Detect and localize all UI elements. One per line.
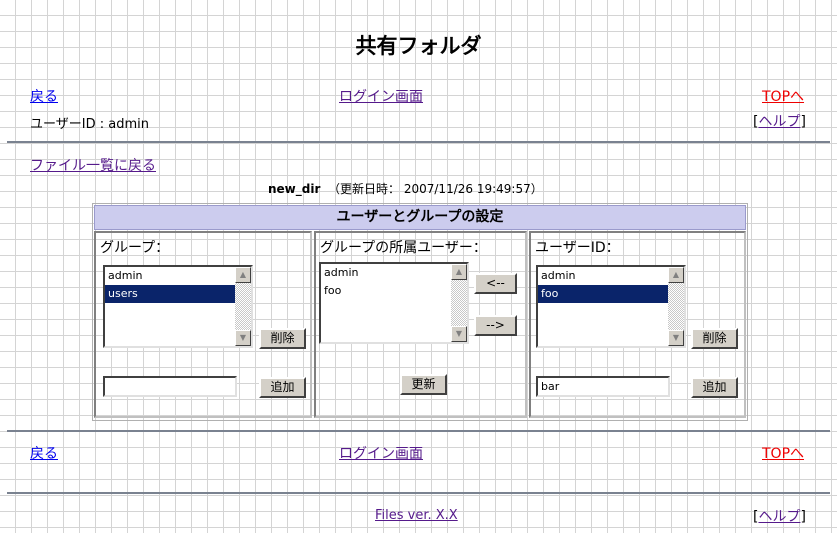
- groups-listbox[interactable]: admin users ▲▼: [103, 265, 253, 348]
- scroll-up-icon[interactable]: ▲: [235, 267, 251, 283]
- scrollbar[interactable]: ▲▼: [451, 264, 467, 342]
- scroll-down-icon[interactable]: ▼: [451, 326, 467, 342]
- dir-name: new_dir: [268, 182, 321, 196]
- members-listbox[interactable]: admin foo ▲▼: [319, 262, 469, 344]
- delete-user-button[interactable]: 削除: [691, 328, 738, 349]
- help-bracket: [ヘルプ]: [753, 114, 806, 130]
- list-item[interactable]: foo: [324, 284, 342, 297]
- group-name-input[interactable]: [103, 376, 237, 397]
- remove-member-button[interactable]: -->: [474, 315, 517, 336]
- dir-info: new_dir （更新日時： 2007/11/26 19:49:57）: [268, 180, 543, 197]
- groups-label: グループ：: [100, 240, 170, 256]
- add-group-button[interactable]: 追加: [259, 377, 306, 398]
- users-listbox[interactable]: admin foo ▲▼: [536, 265, 686, 348]
- delete-group-button[interactable]: 削除: [259, 328, 306, 349]
- settings-header: ユーザーとグループの設定: [94, 205, 746, 230]
- file-list-back-link[interactable]: ファイル一覧に戻る: [30, 158, 156, 174]
- add-member-button[interactable]: <--: [474, 273, 517, 294]
- members-cell: グループの所属ユーザー： admin foo ▲▼ <-- --> 更新: [314, 231, 527, 418]
- divider: [7, 141, 830, 143]
- footer-help-link[interactable]: ヘルプ: [758, 509, 801, 525]
- list-item-selected[interactable]: foo: [538, 285, 668, 303]
- page-title: 共有フォルダ: [355, 34, 482, 58]
- help-link[interactable]: ヘルプ: [758, 114, 801, 130]
- settings-table: ユーザーとグループの設定 グループ： admin users ▲▼ 削除 追加 …: [92, 203, 748, 421]
- footer-back-link[interactable]: 戻る: [30, 446, 58, 462]
- update-button[interactable]: 更新: [400, 374, 447, 395]
- user-id-label: ユーザーID : admin: [30, 117, 149, 132]
- scrollbar[interactable]: ▲▼: [235, 267, 251, 346]
- scroll-up-icon[interactable]: ▲: [668, 267, 684, 283]
- scroll-up-icon[interactable]: ▲: [451, 264, 467, 280]
- list-item[interactable]: admin: [108, 269, 143, 282]
- list-item[interactable]: admin: [324, 266, 359, 279]
- groups-cell: グループ： admin users ▲▼ 削除 追加: [94, 231, 312, 418]
- footer-help-bracket: [ヘルプ]: [753, 509, 806, 525]
- user-id-input[interactable]: [536, 376, 670, 397]
- scroll-down-icon[interactable]: ▼: [235, 330, 251, 346]
- list-item[interactable]: admin: [541, 269, 576, 282]
- divider: [7, 430, 830, 432]
- scrollbar[interactable]: ▲▼: [668, 267, 684, 346]
- footer-top-link[interactable]: TOPへ: [762, 446, 805, 462]
- users-label: ユーザーID：: [535, 240, 620, 256]
- dir-updated: （更新日時： 2007/11/26 19:49:57）: [328, 182, 543, 196]
- divider: [7, 492, 830, 494]
- version-link[interactable]: Files ver. X.X: [375, 508, 458, 523]
- footer-login-link[interactable]: ログイン画面: [339, 446, 423, 462]
- list-item-selected[interactable]: users: [105, 285, 235, 303]
- scroll-down-icon[interactable]: ▼: [668, 330, 684, 346]
- members-label: グループの所属ユーザー：: [320, 240, 487, 256]
- users-cell: ユーザーID： admin foo ▲▼ 削除 追加: [529, 231, 746, 418]
- top-link[interactable]: TOPへ: [762, 89, 805, 105]
- back-link[interactable]: 戻る: [30, 89, 58, 105]
- add-user-button[interactable]: 追加: [691, 377, 738, 398]
- login-link[interactable]: ログイン画面: [339, 89, 423, 105]
